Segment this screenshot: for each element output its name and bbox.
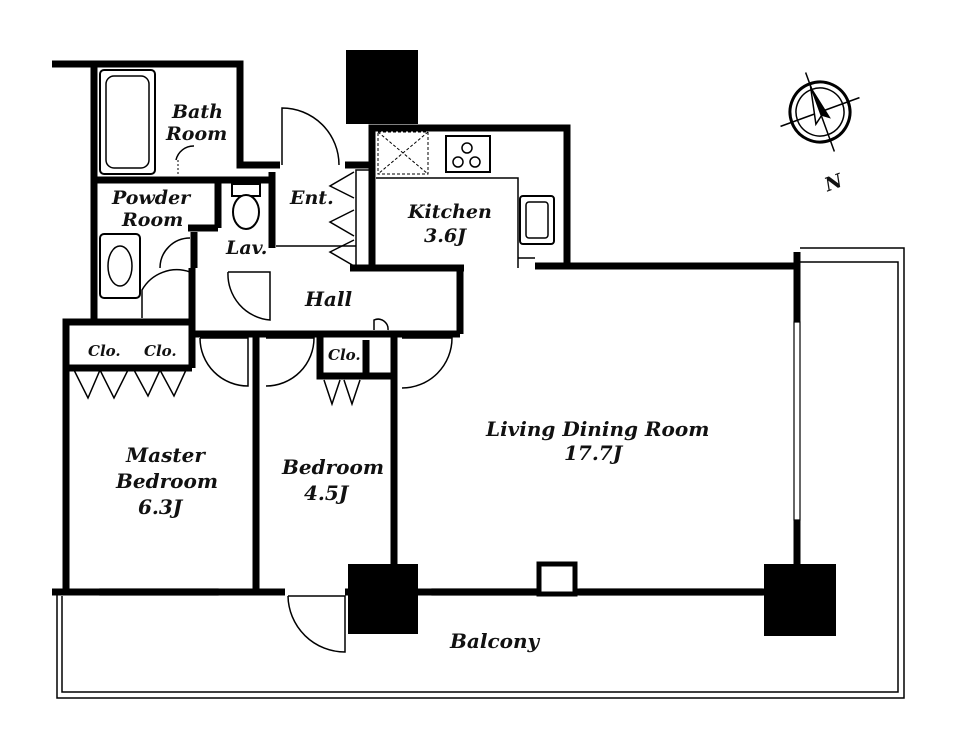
walls [52, 60, 801, 596]
bathtub-icon [99, 69, 156, 175]
toilet-icon [231, 183, 261, 230]
label-bath-room-1: Bath [171, 101, 223, 123]
label-master-bedroom-1: Master [125, 443, 206, 467]
label-living-dining-2: 17.7J [564, 441, 624, 465]
label-lav: Lav. [225, 237, 267, 259]
doors [73, 107, 453, 653]
label-closet-3: Clo. [328, 346, 361, 364]
washbasin-icon [99, 233, 141, 299]
fixtures [99, 69, 555, 299]
label-bedroom-1: Bedroom [281, 455, 384, 479]
label-closet-2: Clo. [144, 342, 177, 360]
compass-label: N [821, 169, 846, 196]
label-living-dining-1: Living Dining Room [485, 417, 709, 441]
label-entrance: Ent. [289, 187, 334, 209]
label-balcony: Balcony [449, 629, 541, 653]
label-kitchen-2: 3.6J [424, 225, 468, 247]
label-bedroom-2: 4.5J [304, 481, 350, 505]
label-bath-room-2: Room [165, 123, 227, 145]
pantry-box [377, 131, 429, 175]
label-powder-room-2: Room [121, 209, 183, 231]
windows [99, 321, 801, 596]
balcony-outline [56, 247, 905, 699]
label-kitchen-1: Kitchen [407, 201, 492, 223]
label-closet-1: Clo. [88, 342, 121, 360]
north-compass-icon [780, 72, 860, 152]
label-hall: Hall [304, 287, 352, 311]
label-master-bedroom-2: Bedroom [115, 469, 218, 493]
stove-icon [445, 135, 491, 173]
sink-icon [519, 195, 555, 245]
label-master-bedroom-3: 6.3J [138, 495, 184, 519]
pillars [346, 50, 836, 636]
label-powder-room-1: Powder [111, 187, 192, 209]
